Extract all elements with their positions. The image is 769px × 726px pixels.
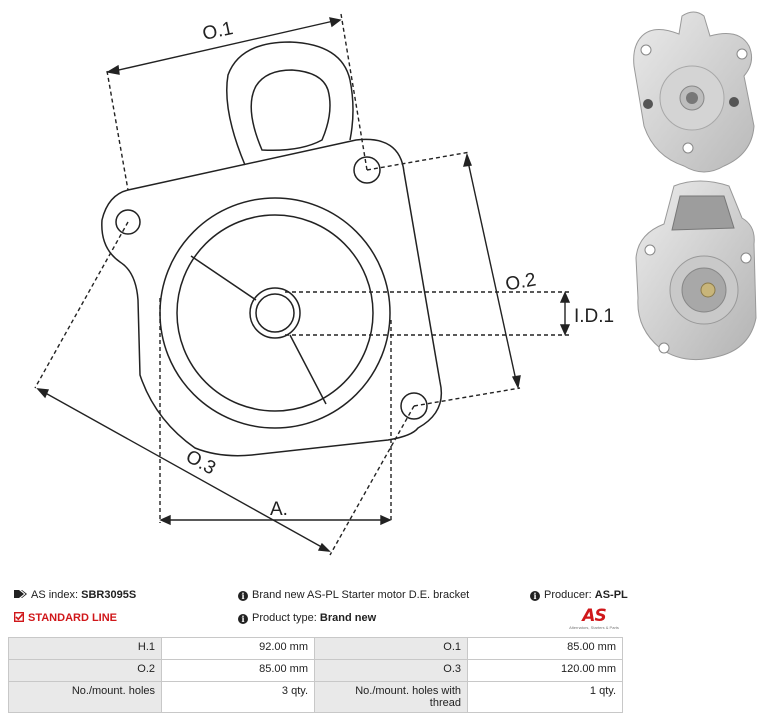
info-icon: i: [238, 591, 248, 601]
hub-outer: [249, 287, 301, 339]
parameters-table: H.1 92.00 mm O.1 85.00 mm O.2 85.00 mm O…: [8, 637, 623, 713]
tag-icon: [14, 590, 27, 598]
hub-inner: [255, 293, 295, 333]
as-index-value: SBR3095S: [81, 589, 137, 601]
inner-ring: [176, 214, 374, 412]
producer-logo: AS Alternators, Starters & Parts: [569, 606, 619, 630]
hole-right-top: [353, 156, 381, 184]
product-photo-front: [633, 11, 755, 173]
as-index: AS index: SBR3095S: [14, 589, 136, 601]
label-o1: O.1: [201, 18, 235, 45]
mounting-loop-outer: [226, 41, 354, 166]
label-a: A.: [270, 499, 288, 520]
product-photo-rear: [635, 180, 757, 361]
cutout-sector: [190, 255, 327, 405]
info-icon: i: [530, 591, 540, 601]
label-o3: O.3: [182, 446, 219, 479]
checkbox-icon: [14, 612, 24, 622]
outer-ring: [159, 197, 391, 429]
info-icon: i: [238, 614, 248, 624]
table-row: O.2 85.00 mm O.3 120.00 mm: [8, 659, 623, 682]
standard-line-badge: STANDARD LINE: [14, 612, 117, 624]
hole-left: [115, 209, 141, 235]
bracket-outline: [101, 138, 442, 457]
label-id1: I.D.1: [574, 306, 614, 327]
table-row: No./mount. holes 3 qty. No./mount. holes…: [8, 681, 623, 713]
hole-right-bottom: [400, 392, 428, 420]
label-o2: O.2: [504, 269, 538, 295]
producer-value: AS-PL: [594, 589, 628, 601]
table-row: H.1 92.00 mm O.1 85.00 mm: [8, 637, 623, 660]
technical-drawing: O.1 O.2 O.3 I.D.1 A.: [34, 13, 614, 556]
mounting-loop-inner: [250, 69, 331, 152]
product-type-value: Brand new: [319, 612, 377, 624]
